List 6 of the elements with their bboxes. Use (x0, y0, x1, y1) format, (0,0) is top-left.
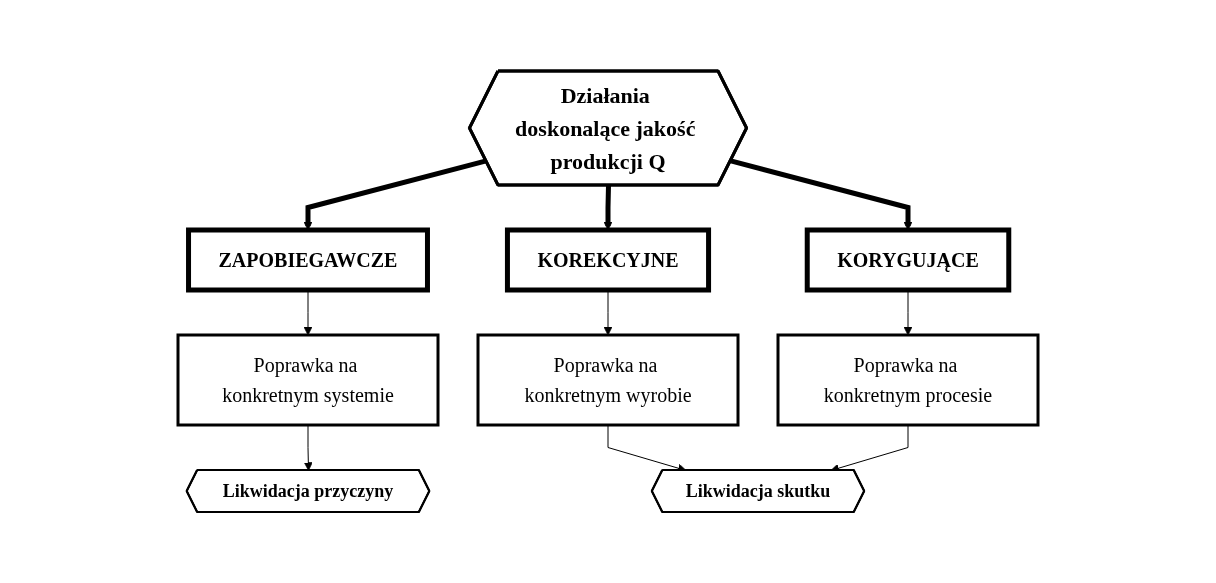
node-box: Poprawka na konkretnym systemie (176, 333, 440, 427)
node-box: Poprawka na konkretnym wyrobie (476, 333, 740, 427)
node-box: KOREKCYJNE (504, 227, 712, 293)
node-box: Poprawka na konkretnym procesie (776, 333, 1040, 427)
node-box: ZAPOBIEGAWCZE (186, 227, 430, 293)
node-box: KORYGUJĄCE (804, 227, 1012, 293)
